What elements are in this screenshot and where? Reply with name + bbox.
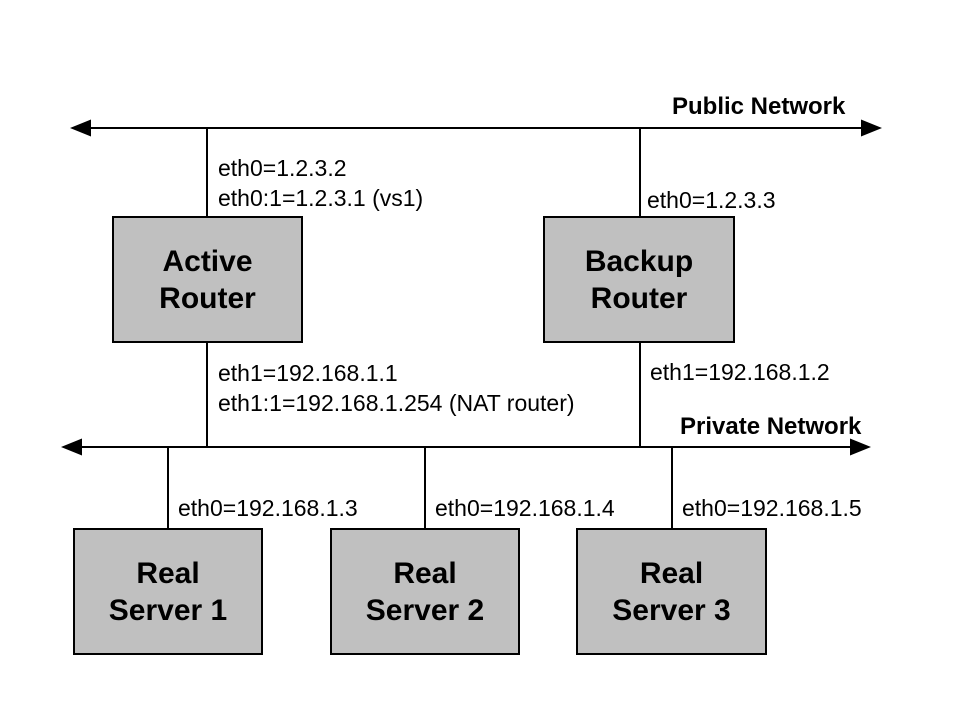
private-network-label: Private Network [680,413,862,440]
active-router-eth1-alias-label: eth1:1=192.168.1.254 (NAT router) [218,390,575,416]
node-real-server-3: Real Server 3 [576,528,767,655]
node-label-line: Server 1 [108,593,228,627]
arrowhead-left-icon [70,119,91,137]
arrowhead-right-icon [850,438,871,456]
backup-router-eth0-label: eth0=1.2.3.3 [647,187,776,213]
real-server-2-eth0-label: eth0=192.168.1.4 [435,495,615,521]
node-backup-router: Backup Router [543,216,735,343]
node-real-server-1: Real Server 1 [73,528,263,655]
public-network-label: Public Network [672,93,846,120]
node-active-router: Active Router [112,216,303,343]
real-server-1-eth0-label: eth0=192.168.1.3 [178,495,358,521]
real-server-3-eth0-label: eth0=192.168.1.5 [682,495,862,521]
arrowhead-left-icon [61,438,82,456]
node-label-line: Backup [584,244,694,278]
node-label-line: Router [590,281,688,315]
active-router-eth0-label: eth0=1.2.3.2 [218,155,347,181]
node-label-line: Router [159,281,256,315]
node-label-line: Server 3 [612,593,731,627]
node-label-line: Active [162,244,253,278]
node-real-server-2: Real Server 2 [330,528,520,655]
active-router-eth1-label: eth1=192.168.1.1 [218,360,398,386]
arrowhead-right-icon [861,119,882,137]
active-router-eth0-alias-label: eth0:1=1.2.3.1 (vs1) [218,185,424,211]
node-label-line: Real [136,556,200,590]
node-label-line: Real [639,556,704,590]
backup-router-eth1-label: eth1=192.168.1.2 [650,359,830,385]
node-label-line: Server 2 [365,593,485,627]
node-label-line: Real [393,556,457,590]
